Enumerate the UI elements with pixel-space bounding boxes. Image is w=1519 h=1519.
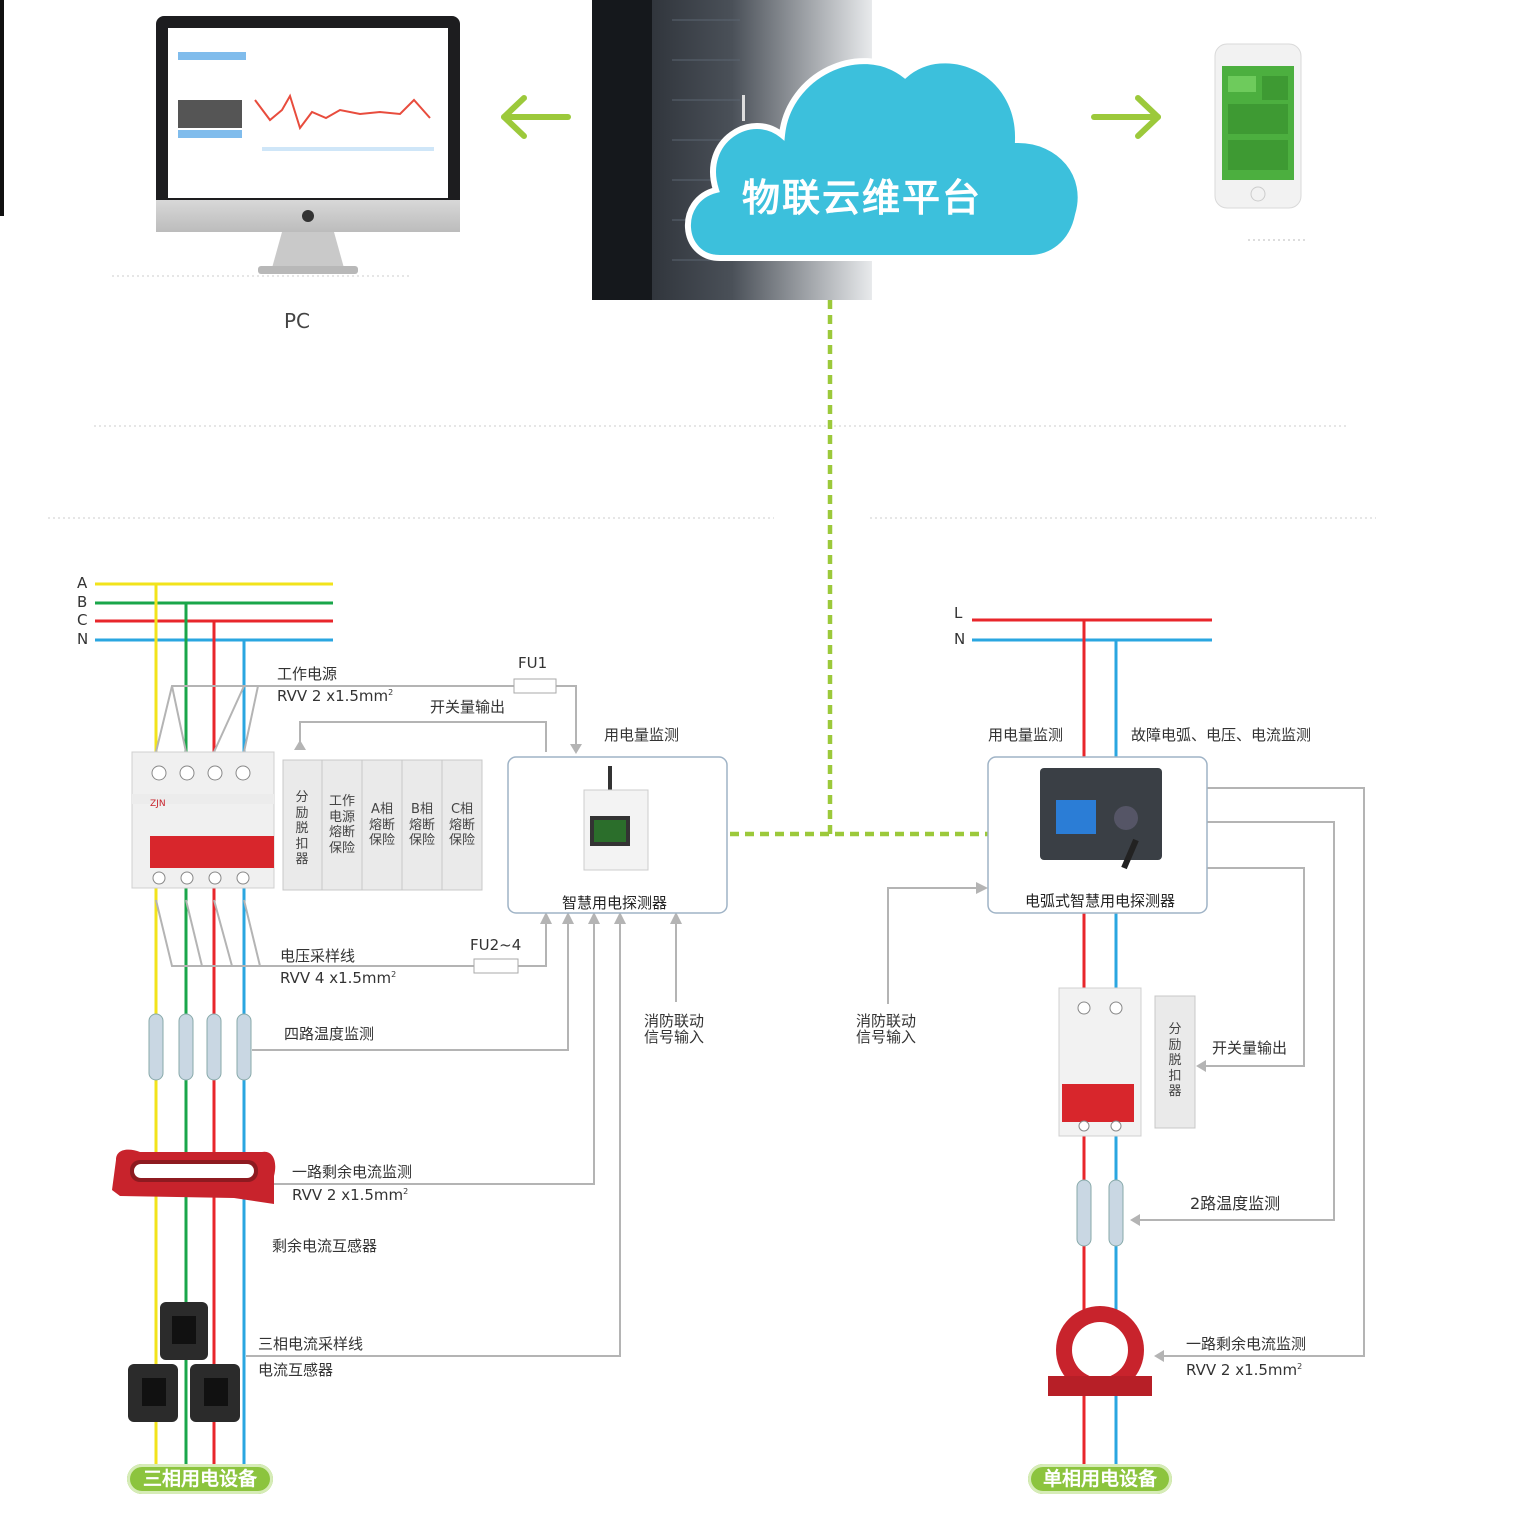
- fire-input-label: 消防联动 信号输入: [644, 1012, 705, 1046]
- temperature-sensors-single: [1076, 1179, 1124, 1247]
- residual-cable-single: RVV 2 x1.5mm2: [1186, 1361, 1303, 1379]
- shunt-trip-label: 分励脱扣器: [1168, 1022, 1182, 1100]
- current-line-label: 三相电流采样线: [258, 1335, 364, 1353]
- residual-current-transformer-image: [112, 1149, 276, 1204]
- module-cell-work-fuse: 工作电源熔断保险: [328, 794, 355, 856]
- module-cell-c-fuse: C相熔断保险: [448, 802, 475, 849]
- phase-label-a: A: [77, 574, 88, 592]
- pc-label: PC: [284, 309, 311, 333]
- phone-image: [1214, 43, 1302, 209]
- cloud-label: 物联云维平台: [742, 176, 983, 220]
- network-link: [730, 300, 988, 837]
- current-transformers-image: [128, 1302, 240, 1422]
- switch-output-label-single: 开关量输出: [1212, 1039, 1288, 1057]
- switch-output-label: 开关量输出: [430, 698, 506, 716]
- phase-label-c: C: [77, 611, 88, 629]
- shunt-trip-box: [1154, 995, 1196, 1129]
- temp-monitor-label-single: 2路温度监测: [1190, 1194, 1281, 1213]
- energy-monitor-label: 用电量监测: [604, 726, 680, 744]
- residual-ct-label: 剩余电流互感器: [272, 1237, 378, 1255]
- temperature-sensors: [148, 1013, 252, 1081]
- fu1-label: FU1: [518, 654, 548, 672]
- arc-detector-device-image: [1040, 768, 1162, 870]
- phase-label-l: L: [954, 604, 963, 622]
- residual-monitor-label-single: 一路剩余电流监测: [1186, 1335, 1307, 1353]
- arc-detector-name: 电弧式智慧用电探测器: [1025, 892, 1176, 910]
- residual-ct-round-image: [1048, 1306, 1152, 1396]
- two-pole-breaker-image: [1058, 987, 1142, 1137]
- voltage-cable: RVV 4 x1.5mm2: [280, 969, 397, 987]
- single-phase-signal-wires: [887, 787, 1365, 1357]
- three-phase-signal-wires: [155, 685, 677, 1357]
- current-ct-label: 电流互感器: [258, 1361, 334, 1379]
- single-phase-arrowheads: [976, 882, 1206, 1362]
- temp-monitor-label: 四路温度监测: [284, 1025, 375, 1043]
- module-cell-b-fuse: B相熔断保险: [408, 802, 435, 849]
- energy-monitor-label-single: 用电量监测: [988, 726, 1064, 744]
- smart-detector-device-image: [583, 766, 649, 871]
- svg-text:ZJN: ZJN: [150, 799, 166, 809]
- four-pole-breaker-image: ZJN: [131, 751, 275, 889]
- cloud-platform-shape: [685, 57, 1084, 261]
- fire-input-label-single: 消防联动 信号输入: [856, 1012, 917, 1046]
- fuse-fu2: [473, 958, 519, 974]
- fault-monitor-label: 故障电弧、电压、电流监测: [1131, 726, 1312, 744]
- phase-label-b: B: [77, 593, 88, 611]
- arrow-right-icon: [1091, 95, 1161, 139]
- module-cell-a-fuse: A相熔断保险: [368, 802, 395, 849]
- module-cells-box: [282, 759, 483, 891]
- work-power-cable: RVV 2 x1.5mm2: [277, 687, 394, 705]
- three-phase-arrowheads: [294, 740, 682, 924]
- module-cell-shunt-trip: 分励脱扣器: [295, 790, 309, 868]
- phase-label-n-single: N: [954, 630, 966, 648]
- residual-monitor-label: 一路剩余电流监测: [292, 1163, 413, 1181]
- fuse-fu1: [513, 678, 557, 694]
- smart-detector-name: 智慧用电探测器: [562, 894, 668, 912]
- work-power-label: 工作电源: [277, 665, 338, 683]
- voltage-line-label: 电压采样线: [280, 947, 356, 965]
- edge-bar: [0, 0, 4, 216]
- residual-cable: RVV 2 x1.5mm2: [292, 1186, 409, 1204]
- arrow-left-icon: [501, 95, 571, 139]
- single-phase-equipment-badge: 单相用电设备: [1028, 1464, 1172, 1494]
- fu2-label: FU2~4: [470, 936, 522, 954]
- pc-monitor-image: [156, 16, 460, 274]
- three-phase-equipment-badge: 三相用电设备: [127, 1464, 273, 1494]
- phase-label-n: N: [77, 630, 89, 648]
